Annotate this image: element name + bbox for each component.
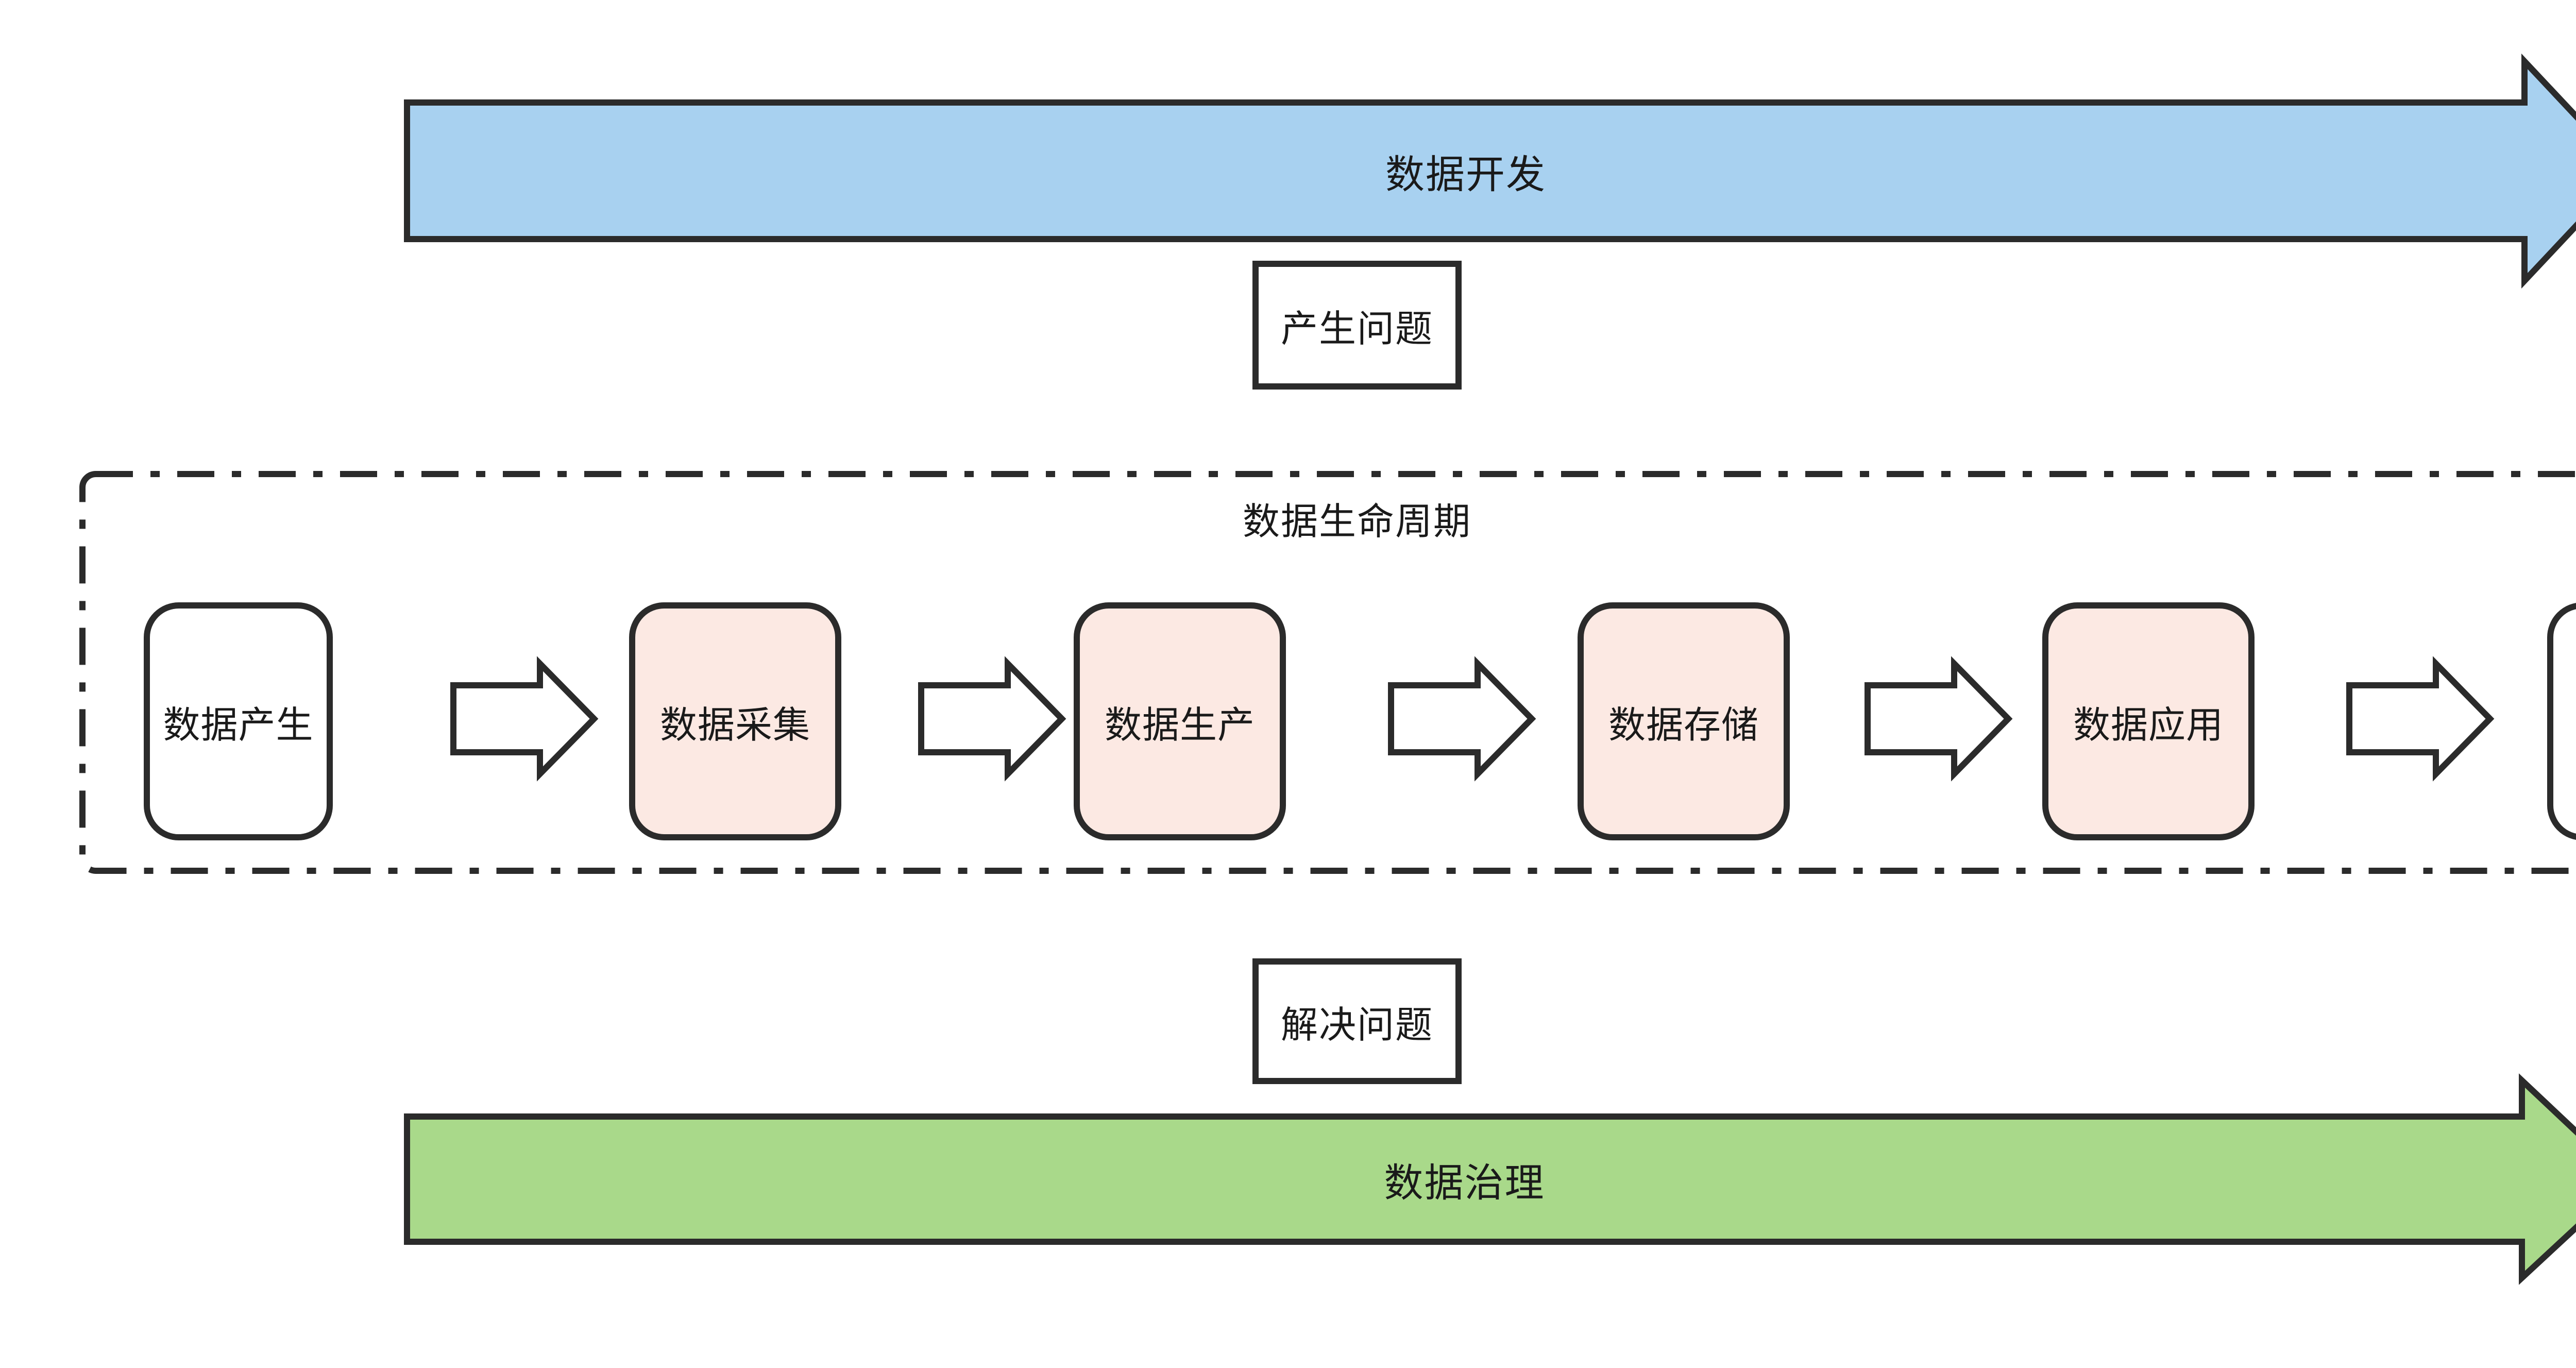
stage-label-6: 数据销毁 (2550, 605, 2576, 837)
stage-box-3[interactable] (1074, 602, 1286, 840)
bottom-note-label: 解决问题 (1280, 1003, 1433, 1046)
stage-box-1[interactable] (144, 602, 333, 840)
stage-label-5: 数据应用 (2073, 703, 2224, 747)
top-note-box[interactable] (1252, 261, 1462, 390)
stage-box-4[interactable] (1578, 602, 1790, 840)
stage-label-1: 数据产生 (163, 703, 314, 747)
stage-label-2: 数据采集 (659, 703, 810, 747)
connector-arrow-5 (2346, 656, 2495, 782)
stage-label-4: 数据存储 (1608, 703, 1759, 747)
top-note-label: 产生问题 (1280, 307, 1433, 350)
bottom-note-box[interactable] (1252, 958, 1462, 1084)
bottom-banner-arrow[interactable] (404, 1073, 2576, 1285)
connector-arrow-2 (918, 656, 1066, 782)
lifecycle-title: 数据生命周期 (1243, 499, 1472, 543)
top-banner-arrow[interactable] (404, 53, 2576, 289)
stage-box-6[interactable] (2547, 603, 2576, 840)
stage-box-5[interactable] (2042, 602, 2255, 840)
top-banner-label: 数据开发 (1385, 151, 1546, 197)
stage-box-2[interactable] (629, 602, 841, 840)
connector-arrow-4 (1865, 656, 2013, 782)
connector-arrow-3 (1388, 656, 1536, 782)
bottom-banner-label: 数据治理 (1384, 1159, 1545, 1206)
connector-arrow-1 (450, 656, 599, 782)
stage-label-3: 数据生产 (1104, 703, 1255, 747)
